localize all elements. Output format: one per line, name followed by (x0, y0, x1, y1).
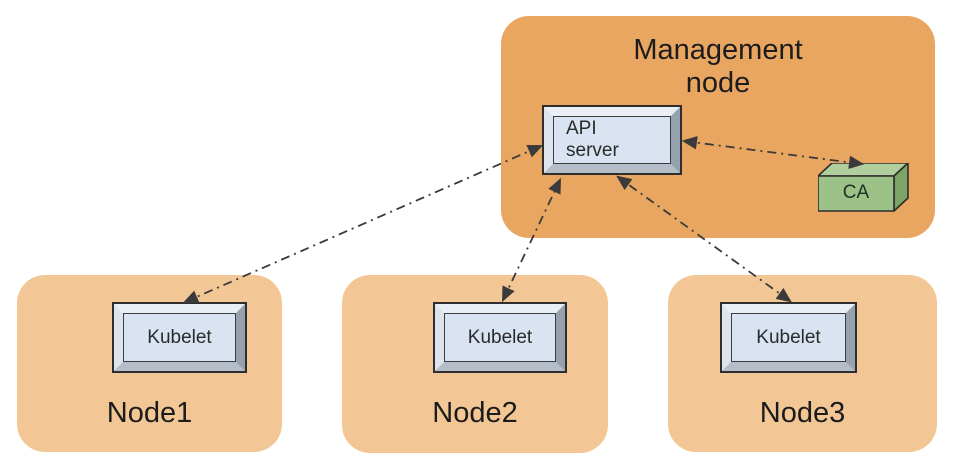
ca-box: CA (817, 162, 910, 212)
node2-kubelet-label: Kubelet (444, 313, 556, 362)
node1-kubelet-box: Kubelet (112, 302, 247, 373)
management-node-title: Management node (633, 34, 803, 99)
ca-label: CA (842, 182, 870, 203)
api-server-box: API server (542, 105, 682, 175)
node3-kubelet-box: Kubelet (720, 302, 857, 373)
node3-group: Kubelet Node3 (668, 275, 937, 452)
node3-kubelet-label: Kubelet (731, 313, 846, 362)
node3-title: Node3 (759, 397, 846, 429)
management-node-group: Management node API server CA (501, 16, 935, 238)
ca-3d-shape (817, 162, 909, 212)
node1-title: Node1 (106, 397, 193, 429)
node2-title: Node2 (432, 397, 518, 429)
api-server-bevel: API server (544, 107, 680, 173)
node2-kubelet-box: Kubelet (433, 302, 567, 373)
node1-group: Kubelet Node1 (17, 275, 282, 452)
node2-group: Kubelet Node2 (342, 275, 608, 453)
api-server-label: API server (553, 116, 671, 164)
node1-kubelet-label: Kubelet (123, 313, 236, 362)
